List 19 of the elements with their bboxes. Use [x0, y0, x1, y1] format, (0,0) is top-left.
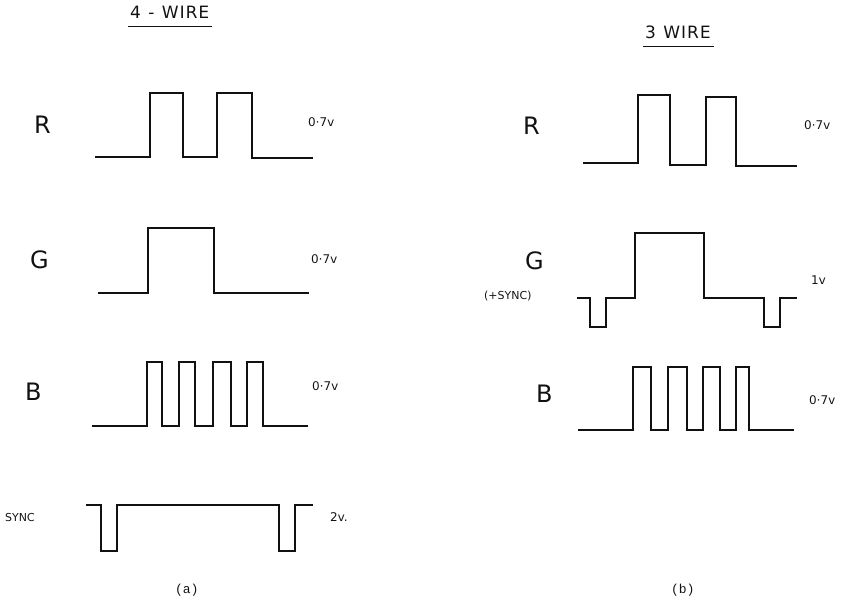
voltage-label: 0·7v [312, 380, 338, 392]
voltage-label: 0·7v [809, 394, 836, 406]
voltage-label: 2v. [330, 511, 348, 523]
signal-label: G [525, 249, 544, 273]
section-heading: 3 WIRE [643, 25, 714, 47]
signal-label: SYNC [5, 512, 35, 523]
signal-label: R [34, 113, 51, 137]
signal-label: B [25, 380, 42, 404]
voltage-label: 1v [811, 274, 826, 286]
panel-label: (a) [175, 583, 198, 596]
voltage-label: 0·7v [804, 119, 830, 131]
signal-label: G [30, 248, 49, 272]
signal-label: R [523, 114, 540, 138]
section-heading: 4 - WIRE [128, 5, 212, 27]
panel-label: (b) [671, 583, 694, 596]
signal-label: (+SYNC) [484, 290, 532, 301]
voltage-label: 0·7v [308, 116, 334, 128]
voltage-label: 0·7v [311, 253, 338, 265]
signal-label: B [536, 382, 552, 406]
